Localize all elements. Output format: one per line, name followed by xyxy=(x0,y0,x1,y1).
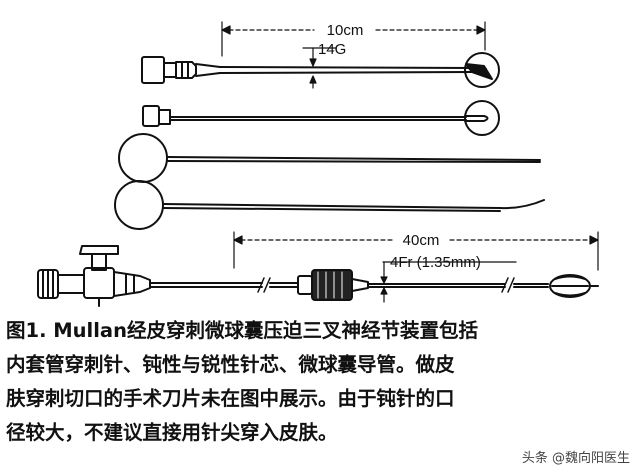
curved-stylet-ring-handle xyxy=(114,180,164,230)
label-14g: 14G xyxy=(318,41,346,58)
cannula-shaft xyxy=(219,66,473,69)
caption-line-1: 图1. Mullan经皮穿刺微球囊压迫三叉神经节装置包括 xyxy=(6,319,478,342)
dimension-10cm xyxy=(221,21,486,57)
curved-stylet xyxy=(114,180,545,230)
cannula-tip-magnified xyxy=(464,52,500,88)
dimension-4fr xyxy=(380,261,517,303)
device-diagram: 10cm 14G 40cm 4Fr (1.35mm) xyxy=(37,21,599,307)
balloon-catheter xyxy=(37,245,599,307)
watermark-author: 头条 @魏向阳医生 xyxy=(521,451,630,466)
label-40cm: 40cm xyxy=(403,232,440,249)
stylet-ring-handle xyxy=(118,133,168,183)
sharp-stylet xyxy=(118,133,541,183)
label-10cm: 10cm xyxy=(327,22,364,39)
caption-line-2: 内套管穿刺针、钝性与锐性针芯、微球囊导管。做皮 xyxy=(6,353,455,376)
cannula-hub xyxy=(141,56,165,84)
label-4fr: 4Fr (1.35mm) xyxy=(390,254,481,271)
dimension-14g xyxy=(302,47,337,89)
figure-caption: 图1. Mullan经皮穿刺微球囊压迫三叉神经节装置包括 内套管穿刺针、钝性与锐… xyxy=(6,314,634,450)
caption-line-3: 肤穿刺切口的手术刀片未在图中展示。由于钝针的口 xyxy=(6,387,455,410)
cannula-luer xyxy=(175,61,197,79)
stopcock-handle xyxy=(79,245,119,255)
cannula-needle xyxy=(141,52,500,88)
blunt-stylet xyxy=(142,100,500,136)
caption-line-4: 径较大，不建议直接用针尖穿入皮肤。 xyxy=(6,421,338,444)
dimension-40cm xyxy=(233,231,599,271)
blunt-tip-magnified xyxy=(464,100,500,136)
